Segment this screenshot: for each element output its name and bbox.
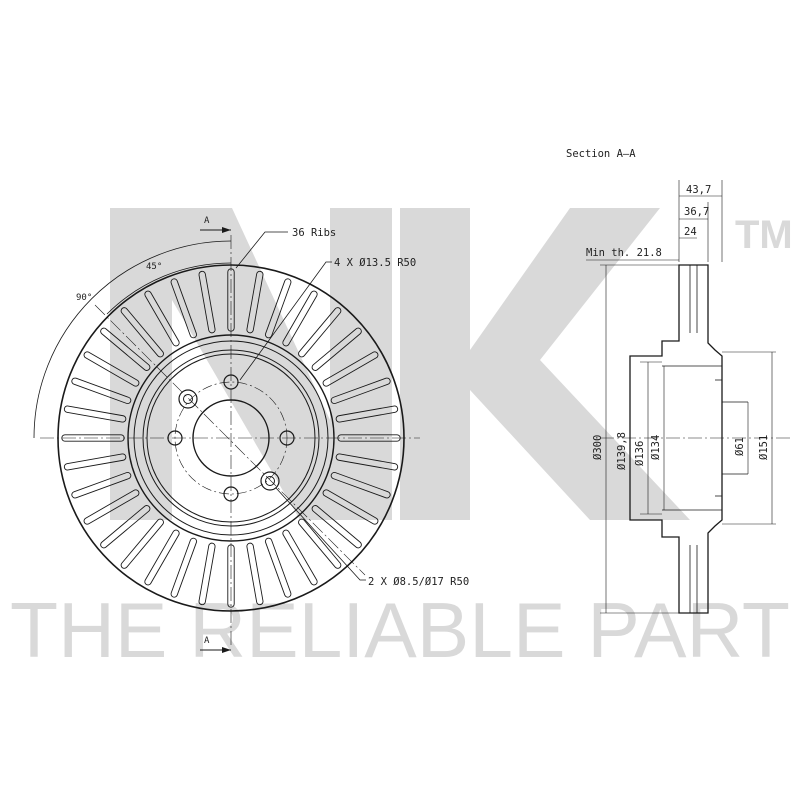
vent-rib — [298, 307, 342, 358]
vent-rib — [337, 434, 401, 442]
vent-rib — [63, 453, 127, 471]
vent-rib — [322, 351, 379, 387]
vent-rib — [83, 351, 140, 387]
vent-rib — [298, 518, 342, 569]
dim-136: Ø136 — [634, 441, 646, 466]
vent-rib — [144, 529, 180, 586]
vent-rib — [227, 544, 235, 608]
ribs-label: 36 Ribs — [292, 227, 336, 239]
vent-rib — [330, 471, 391, 499]
pin-hole-inner — [183, 394, 193, 404]
vent-rib — [335, 405, 399, 423]
vent-rib — [170, 537, 198, 598]
vent-rib — [71, 377, 132, 405]
vent-ribs — [61, 268, 401, 608]
vent-rib — [100, 505, 151, 549]
section-arrow-top — [222, 227, 231, 233]
watermark-tm: TM — [735, 213, 793, 257]
dim-24: 24 — [684, 226, 697, 238]
dim-61: Ø61 — [734, 437, 746, 456]
min-thickness-label: Min th. 21.8 — [586, 247, 662, 259]
angle-45-label: 45° — [146, 262, 162, 272]
section-arrow-bottom — [222, 647, 231, 653]
pin-holes — [178, 389, 280, 491]
front-view: 45° 90° A A 36 Ribs 4 X Ø13.5 R50 2 X Ø8… — [33, 216, 469, 653]
vent-rib — [198, 270, 216, 334]
vent-rib — [311, 327, 362, 371]
section-marker-top: A — [204, 216, 210, 226]
dim-134: Ø134 — [650, 435, 662, 460]
vent-rib — [282, 529, 318, 586]
vent-rib — [120, 307, 164, 358]
vent-rib — [100, 327, 151, 371]
section-title: Section A–A — [566, 148, 636, 160]
vent-rib — [170, 278, 198, 339]
vent-rib — [61, 434, 125, 442]
watermark-slogan: THE RELIABLE PART — [10, 586, 790, 674]
dim-300: Ø300 — [592, 435, 604, 460]
vent-rib — [282, 290, 318, 347]
vent-rib — [322, 489, 379, 525]
section-marker-bottom: A — [204, 636, 210, 646]
bolt-holes-leader — [239, 261, 332, 381]
vent-rib — [335, 453, 399, 471]
vent-rib — [227, 268, 235, 332]
watermark-logo-k — [400, 208, 690, 520]
ribs-leader — [235, 231, 288, 269]
nk-watermark: TM THE RELIABLE PART — [10, 208, 793, 674]
vent-rib — [120, 518, 164, 569]
vent-rib — [330, 377, 391, 405]
watermark-logo — [110, 208, 392, 520]
dim-151: Ø151 — [758, 435, 770, 460]
pin-hole-outer — [178, 389, 198, 409]
diagonal-centerline — [94, 304, 366, 576]
pin-holes-leader — [275, 487, 366, 581]
vent-rib — [144, 290, 180, 347]
pin-holes-label: 2 X Ø8.5/Ø17 R50 — [368, 576, 469, 588]
dim-36-7: 36,7 — [684, 206, 709, 218]
dim-43-7: 43,7 — [686, 184, 711, 196]
bolt-holes-label: 4 X Ø13.5 R50 — [334, 257, 416, 269]
angle-90-label: 90° — [76, 293, 92, 303]
pin-hole-inner — [265, 476, 275, 486]
angle-90-arc — [33, 240, 232, 439]
vent-rib — [83, 489, 140, 525]
vent-rib — [246, 270, 264, 334]
section-view: Section A–A 43,7 36,7 24 Min th. 21.8 Ø3… — [566, 148, 790, 614]
dim-139-8: Ø139,8 — [616, 432, 628, 470]
pin-hole-outer — [260, 471, 280, 491]
angle-45-arc — [106, 262, 232, 315]
vent-rib — [63, 405, 127, 423]
vent-rib — [311, 505, 362, 549]
vent-rib — [264, 278, 292, 339]
vent-rib — [264, 537, 292, 598]
vent-rib — [71, 471, 132, 499]
disc-section-profile — [629, 264, 723, 614]
vent-rib — [246, 542, 264, 606]
vent-rib — [198, 542, 216, 606]
